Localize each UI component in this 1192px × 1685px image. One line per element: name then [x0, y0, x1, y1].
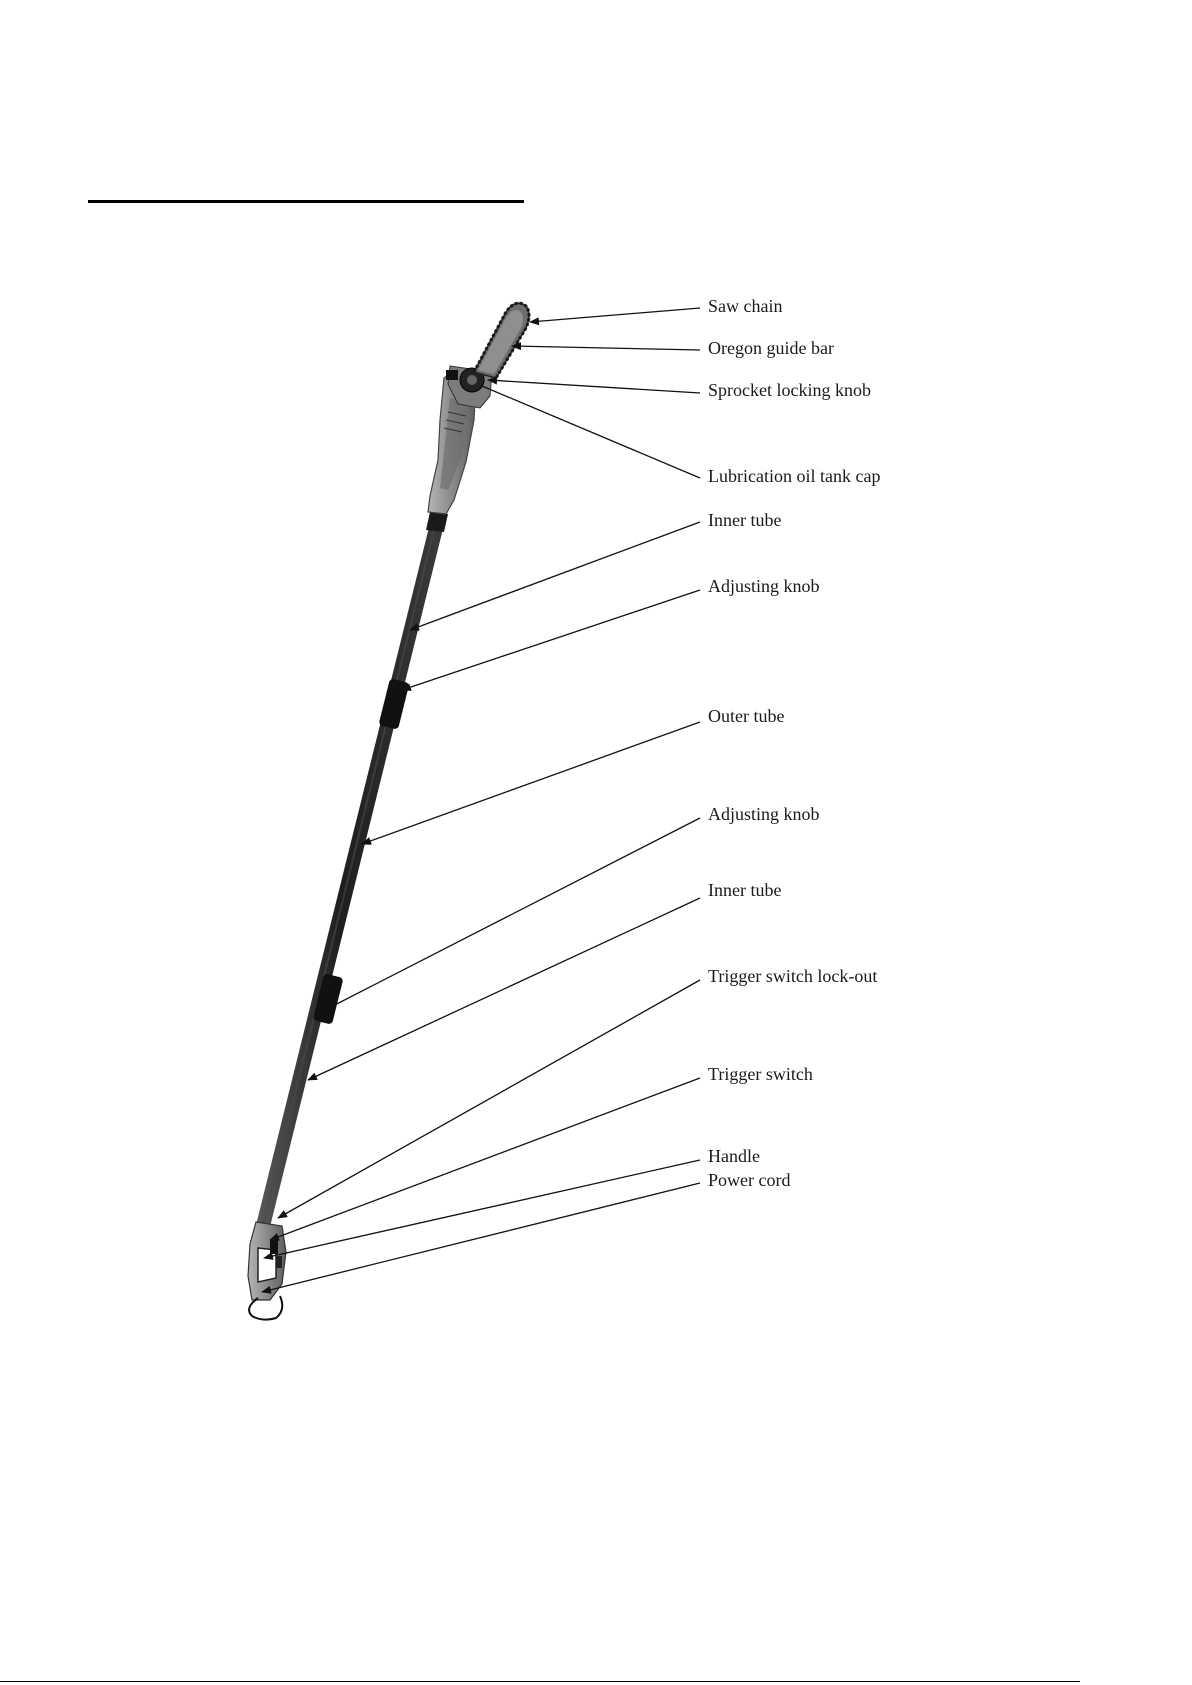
label-power-cord: Power cord — [708, 1170, 790, 1190]
label-outer-tube: Outer tube — [708, 706, 784, 726]
leader-adjusting-knob-lower — [325, 818, 700, 1010]
leader-saw-chain — [530, 308, 700, 322]
upper-adjusting-knob — [378, 678, 409, 729]
leader-inner-tube-upper — [410, 522, 700, 630]
leader-trigger-lockout — [278, 980, 700, 1218]
guide-bar — [474, 303, 529, 378]
leader-trigger-switch — [270, 1078, 700, 1240]
pole-tubes — [262, 520, 438, 1230]
leader-guide-bar — [512, 346, 700, 350]
leader-outer-tube — [362, 722, 700, 844]
label-inner-tube-lower: Inner tube — [708, 880, 781, 900]
label-inner-tube-upper: Inner tube — [708, 510, 781, 530]
label-trigger-switch-lockout: Trigger switch lock-out — [708, 966, 877, 986]
label-oregon-guide-bar: Oregon guide bar — [708, 338, 834, 358]
leader-power-cord — [262, 1183, 700, 1292]
footer-rule — [0, 1681, 1080, 1682]
pole-saw-illustration — [248, 303, 529, 1320]
leader-adjusting-knob-upper — [402, 590, 700, 690]
leader-oil-cap — [482, 386, 700, 478]
rear-handle — [248, 1222, 286, 1300]
label-saw-chain: Saw chain — [708, 296, 782, 316]
label-lubrication-oil-tank-cap: Lubrication oil tank cap — [708, 466, 880, 486]
leader-handle — [264, 1160, 700, 1258]
label-handle: Handle — [708, 1146, 760, 1166]
part-labels: Saw chain Oregon guide bar Sprocket lock… — [708, 296, 880, 1190]
upper-tube-collar — [426, 512, 448, 532]
label-adjusting-knob-lower: Adjusting knob — [708, 804, 820, 824]
label-adjusting-knob-upper: Adjusting knob — [708, 576, 820, 596]
leader-sprocket-knob — [488, 380, 700, 393]
leader-lines — [262, 308, 700, 1292]
label-sprocket-locking-knob: Sprocket locking knob — [708, 380, 871, 400]
label-trigger-switch: Trigger switch — [708, 1064, 813, 1084]
